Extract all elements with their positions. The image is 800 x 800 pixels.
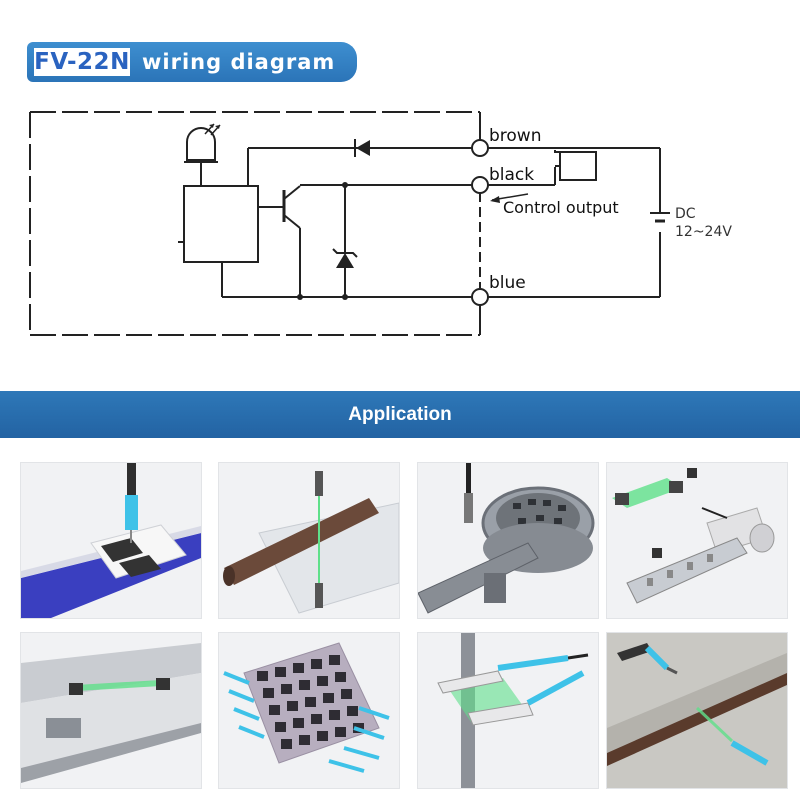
- dc-label: DC: [675, 206, 696, 222]
- chip-cell: [335, 672, 346, 682]
- led-indicator-icon: [184, 123, 221, 186]
- chip-cell: [317, 676, 328, 686]
- app-tile-belt-and-rail-sensors: [606, 462, 788, 619]
- terminal-blue: [471, 288, 489, 306]
- app-tile-belt-edge-detection: [606, 632, 788, 789]
- app-tile-rail-beam-detection: [20, 632, 202, 789]
- app-tile-conveyor-chip-tray: [20, 462, 202, 619]
- chip-cell: [305, 697, 316, 707]
- chip-cell: [311, 714, 322, 724]
- application-title: Application: [348, 404, 452, 425]
- chip-cell: [269, 705, 280, 715]
- chip-cell: [293, 663, 304, 673]
- wiring-diagram: [29, 111, 670, 336]
- chip-cell: [317, 731, 328, 741]
- chip-cell: [341, 689, 352, 699]
- model-label: FV-22N: [34, 48, 130, 76]
- brown-wire-label: brown: [489, 126, 542, 146]
- chip-cell: [323, 693, 334, 703]
- chip-cell: [287, 701, 298, 711]
- chip-cell: [281, 739, 292, 749]
- app-tile-chip-tray-array: [218, 632, 400, 789]
- logic-block: [183, 185, 259, 263]
- application-banner: Application: [0, 391, 800, 438]
- voltage-label: 12~24V: [675, 224, 732, 240]
- load-icon: [559, 151, 597, 181]
- diode-icon: [354, 139, 370, 157]
- chip-cell: [299, 680, 310, 690]
- chip-cell: [335, 727, 346, 737]
- chip-cell: [281, 684, 292, 694]
- diagram-title: wiring diagram: [142, 50, 336, 74]
- chip-cell: [257, 671, 268, 681]
- chip-cell: [275, 667, 286, 677]
- chip-cell: [293, 718, 304, 728]
- control-output-arrow-icon: [490, 193, 529, 203]
- battery-icon: [650, 212, 670, 223]
- zener-diode-icon: [332, 248, 358, 268]
- control-output-label: Control output: [503, 198, 619, 217]
- terminal-black: [471, 176, 489, 194]
- chip-cell: [347, 706, 358, 716]
- app-tile-bracket-mounted-sensors: [417, 632, 599, 789]
- chip-cell: [311, 659, 322, 669]
- app-tile-rotary-part-feeder: [417, 462, 599, 619]
- chip-cell: [299, 735, 310, 745]
- app-tile-glass-panel-roller: [218, 462, 400, 619]
- terminal-brown: [471, 139, 489, 157]
- chip-cell: [329, 655, 340, 665]
- chip-cell: [263, 688, 274, 698]
- black-wire-label: black: [489, 165, 535, 185]
- blue-wire-label: blue: [489, 273, 526, 293]
- chip-cell: [329, 710, 340, 720]
- chip-cell: [275, 722, 286, 732]
